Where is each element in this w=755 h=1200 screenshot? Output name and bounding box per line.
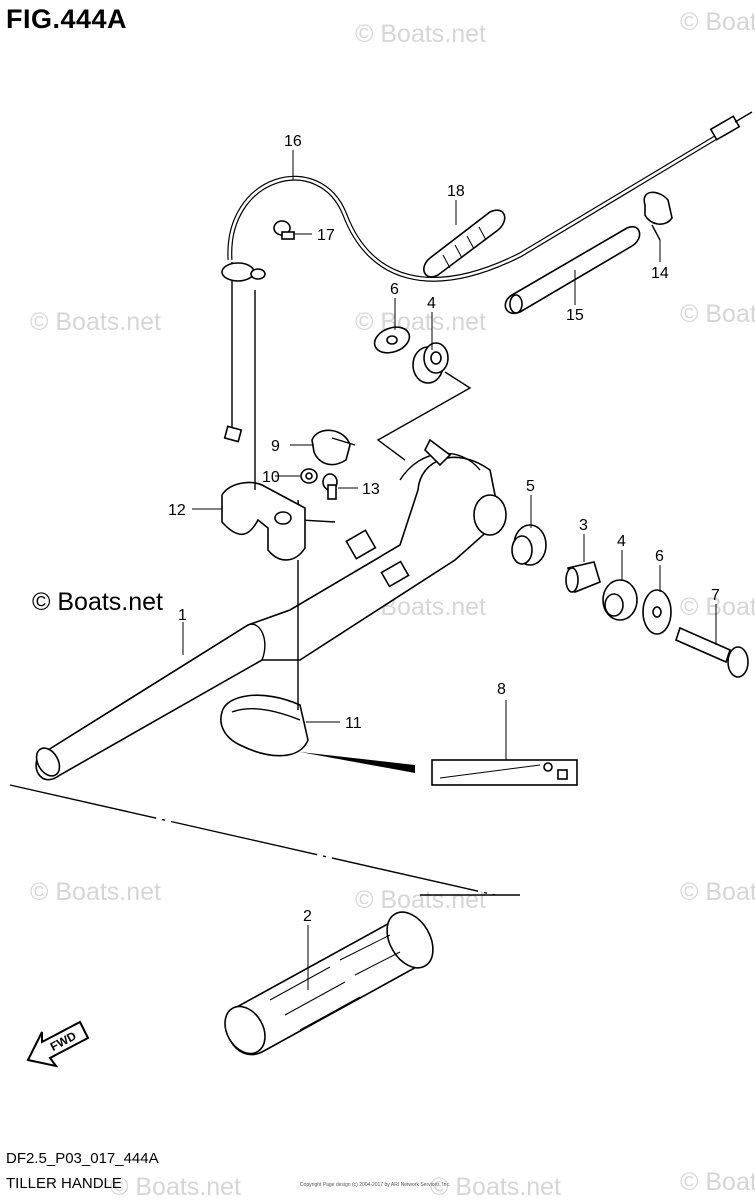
watermark: © Boats.net [30, 308, 161, 336]
cable-clamp-14 [643, 191, 673, 241]
diagram-name: TILLER HANDLE [6, 1175, 122, 1192]
callout-8: 9 [271, 438, 280, 455]
watermark: © Boats.net [680, 1168, 755, 1196]
tiller-arm-1 [35, 438, 507, 781]
washer-6-right [642, 589, 672, 635]
bracket-10 [220, 694, 309, 757]
callout-16: 18 [447, 183, 465, 200]
sleeve-16 [423, 209, 506, 278]
watermark: © Boats.net [355, 886, 486, 914]
callout-numbers: 16 17 14 18 15 6 4 9 10 13 12 5 3 4 6 7 … [168, 133, 720, 925]
bolt-7 [675, 626, 749, 678]
fwd-arrow: FWD [26, 1020, 90, 1068]
callout-11: 12 [168, 502, 186, 519]
callout-13: 17 [317, 227, 335, 244]
callout-14: 14 [651, 265, 669, 282]
spacer-3 [565, 561, 601, 594]
watermark: © Boats.net [680, 300, 755, 328]
diagram-code: DF2.5_P03_017_444A [6, 1150, 159, 1167]
callout-9: 10 [262, 469, 280, 486]
callout-15: 13 [362, 481, 380, 498]
callout-6-top: 6 [390, 281, 399, 298]
collar-5 [511, 524, 547, 566]
bolt-15 [322, 473, 338, 500]
callout-12: 16 [284, 133, 302, 150]
callout-17: 15 [566, 307, 584, 324]
watermark: © Boats.net [30, 878, 161, 906]
washer-6-top [373, 326, 411, 354]
callout-3: 3 [579, 517, 588, 534]
bushing-4-top [412, 342, 449, 384]
callout-6-right: 6 [655, 548, 664, 565]
callout-7: 7 [711, 587, 720, 604]
watermark: © Boats.net [110, 1173, 241, 1200]
bushing-4-right [602, 579, 638, 621]
watermark: © Boats.net [430, 1173, 561, 1200]
callout-18: 8 [497, 681, 506, 698]
throttle-cable-12 [221, 111, 753, 443]
label-18 [300, 752, 578, 786]
watermarks: © Boats.net © Boats.net © Boats.net © Bo… [30, 8, 755, 1200]
callout-2: 2 [303, 908, 312, 925]
watermark: © Boats.net [680, 8, 755, 36]
copyright-note: Copyright Page design (c) 2004-2017 by A… [300, 1182, 451, 1188]
grip-2 [224, 911, 434, 1056]
screw-13 [273, 220, 295, 240]
watermark: © Boats.net [355, 308, 486, 336]
figure-title: FIG.444A [6, 4, 128, 34]
callout-10: 11 [345, 715, 362, 732]
callout-4-right: 4 [617, 533, 626, 550]
bracket-11 [221, 481, 306, 561]
knob-8 [311, 429, 356, 466]
callout-4-top: 4 [427, 295, 436, 312]
nut-9 [300, 468, 318, 484]
watermark: © Boats.net [355, 20, 486, 48]
copyright-text: © Boats.net [32, 588, 163, 616]
callout-1: 1 [178, 607, 187, 624]
watermark: © Boats.net [680, 878, 755, 906]
leader-lines [182, 150, 717, 990]
tube-17 [504, 225, 641, 315]
watermark: © Boats.net [680, 593, 755, 621]
callout-5: 5 [526, 478, 535, 495]
